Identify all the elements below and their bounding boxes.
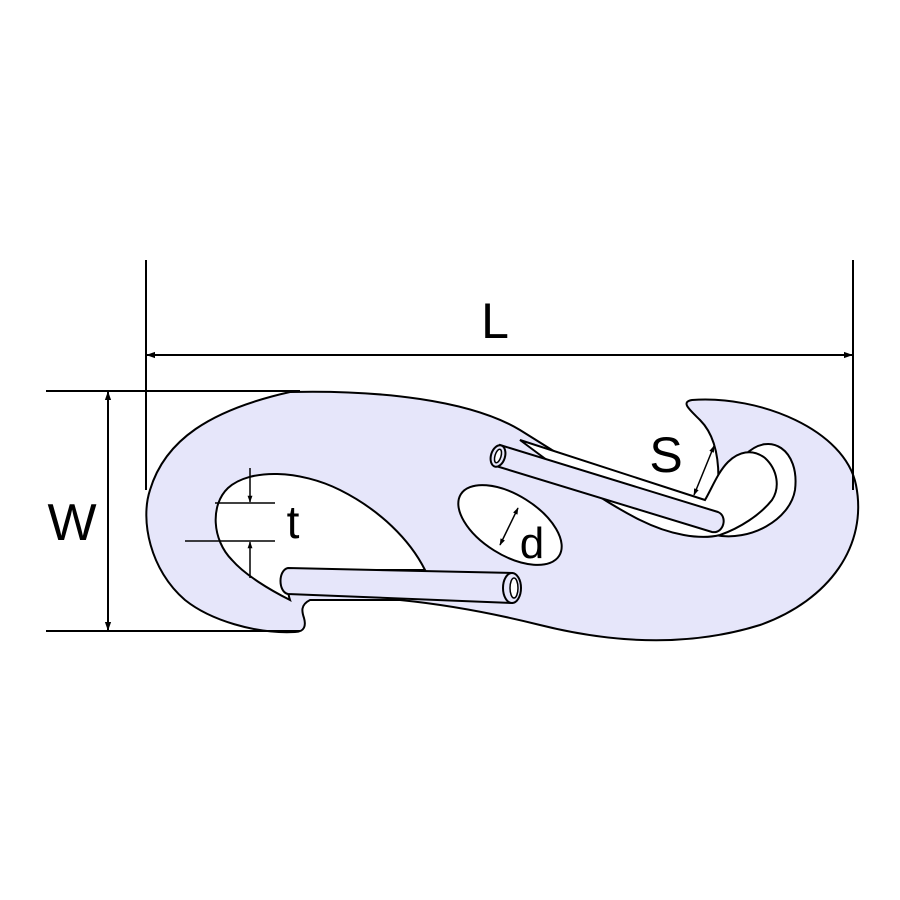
length-label: L [481, 293, 509, 349]
diameter-dimension: d [499, 507, 544, 568]
diameter-label: d [520, 519, 544, 568]
thickness-dimension: t [185, 468, 300, 578]
thickness-label: t [287, 496, 300, 548]
width-label: W [47, 494, 96, 552]
width-dimension: W [46, 390, 300, 632]
right-gate [489, 443, 725, 534]
length-dimension: L [145, 260, 854, 490]
gate-opening-label: S [649, 427, 682, 483]
gate-opening-dimension: S [649, 427, 715, 496]
left-gate [279, 566, 522, 605]
